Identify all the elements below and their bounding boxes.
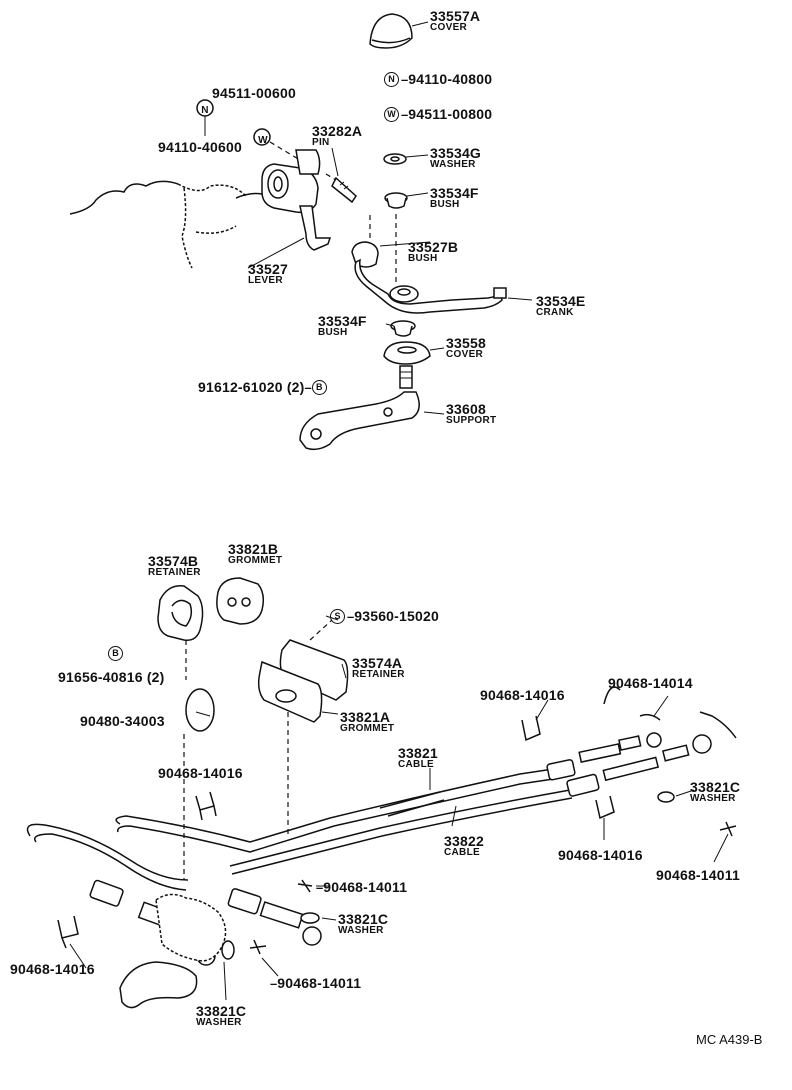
cable-33822-drawing	[229, 789, 573, 875]
transmission-case-outline	[69, 180, 247, 269]
leader-lines	[69, 237, 729, 1001]
bush-33534f-lower-drawing	[385, 320, 416, 337]
cover-33557a-drawing	[369, 13, 429, 49]
crank-33534e-drawing	[354, 212, 533, 314]
retainer-33574b-drawing	[157, 585, 204, 680]
pin-33282a-drawing	[325, 147, 357, 204]
washer-symbol-icon: W	[384, 107, 399, 123]
clip-90468-14016-a	[195, 791, 217, 821]
grommet-33821a-drawing	[257, 660, 339, 723]
bush-33527b-drawing	[351, 212, 379, 268]
washer-33534g-drawing	[383, 153, 429, 165]
clip-90468-14016-b	[57, 915, 79, 949]
callout-90468-14016-top: 90468-14016	[480, 687, 565, 703]
support-33608-drawing	[299, 365, 445, 451]
cover-33558-drawing	[383, 341, 445, 365]
lever-33527-drawing	[235, 149, 332, 251]
callout-90480-34003: 90480-34003	[80, 713, 165, 729]
screw-symbol-icon: S	[330, 609, 345, 625]
callout-91656-40816: 91656-40816 (2)	[58, 669, 165, 685]
washer-symbol-left-icon: W	[258, 135, 268, 146]
callout-93560-15020: S–93560-15020	[330, 609, 439, 625]
cable-33821-drawing	[26, 767, 561, 891]
callout-94511-00800: W–94511-00800	[384, 107, 492, 123]
cable-end-right	[546, 686, 737, 837]
nut-symbol-icon: N	[384, 72, 399, 88]
bolt-symbol-icon: B	[311, 380, 327, 396]
callout-94110-40600: 94110-40600	[158, 139, 242, 155]
callout-90468-14016-right: 90468-14016	[558, 847, 643, 863]
clip-90468-14016-d	[595, 795, 615, 820]
callout-94110-40800: N–94110-40800	[384, 72, 492, 88]
clip-90468-14016-c	[521, 715, 541, 742]
bolt-symbol-lower-icon: B	[108, 646, 125, 662]
callout-90468-14016-left: 90468-14016	[158, 765, 243, 781]
grommet-33821b-drawing	[216, 577, 265, 625]
callout-90468-14014: 90468-14014	[608, 675, 693, 691]
cable-end-left	[89, 879, 322, 1009]
callout-90468-14011-right: 90468-14011	[656, 867, 740, 883]
callout-90468-14011-bottom: –90468-14011	[270, 975, 362, 991]
callout-90468-14016-bottom: 90468-14016	[10, 961, 95, 977]
figure-reference: MC A439-B	[696, 1032, 763, 1047]
callout-91612-61020: 91612-61020 (2)–B	[198, 380, 329, 396]
retainer-33574a-drawing	[279, 619, 349, 701]
nut-symbol-left-icon: N	[201, 105, 209, 116]
bush-33534f-top-drawing	[384, 192, 429, 209]
callout-94511-00600: 94511-00600	[212, 85, 296, 101]
plug-90480-34003-drawing	[185, 688, 215, 732]
callout-90468-14011-mid: –90468-14011	[316, 879, 408, 895]
